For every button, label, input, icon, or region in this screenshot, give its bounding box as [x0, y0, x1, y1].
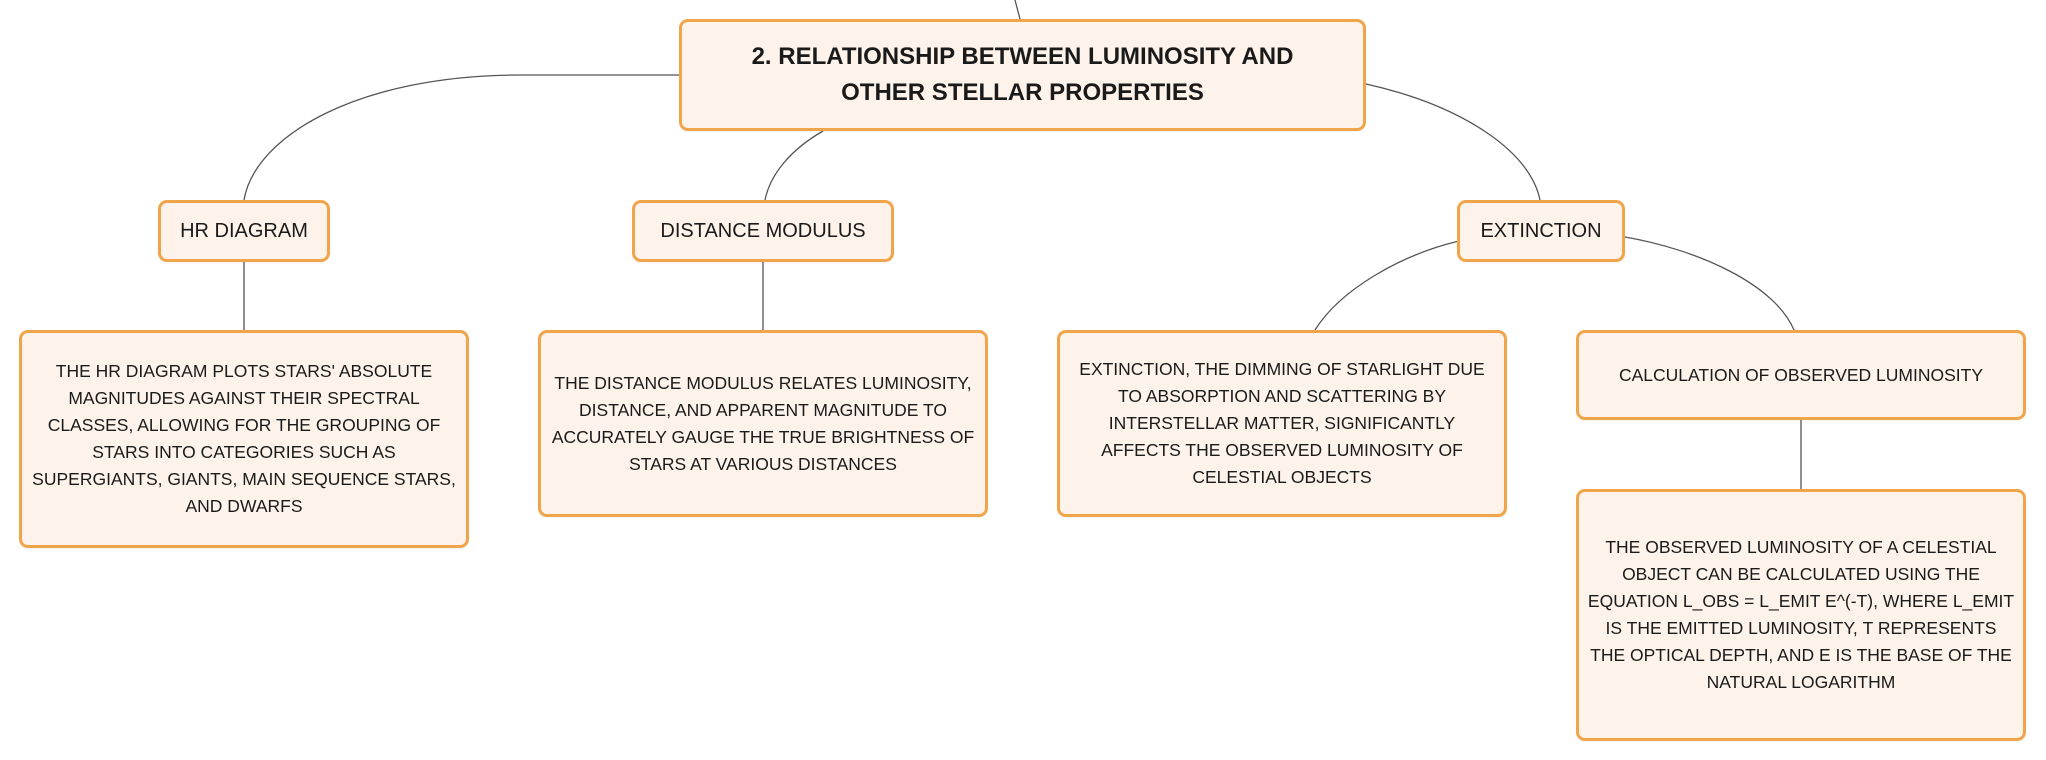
distance-modulus-node[interactable]: DISTANCE MODULUS	[632, 200, 894, 262]
calculation-label: CALCULATION OF OBSERVED LUMINOSITY	[1618, 364, 1983, 385]
calculation-of-observed-luminosity-node[interactable]: CALCULATION OF OBSERVED LUMINOSITY	[1576, 330, 2026, 420]
hr-diagram-label: HR DIAGRAM	[180, 220, 308, 242]
calculation-description: THE OBSERVED LUMINOSITY OF A CELESTIAL O…	[1587, 537, 2015, 692]
connector-root-to-hr-diagram	[243, 74, 679, 201]
extinction-node[interactable]: EXTINCTION	[1457, 200, 1625, 262]
extinction-description-node[interactable]: EXTINCTION, THE DIMMING OF STARLIGHT DUE…	[1057, 330, 1507, 517]
distance-modulus-label: DISTANCE MODULUS	[660, 220, 866, 242]
calculation-description-node[interactable]: THE OBSERVED LUMINOSITY OF A CELESTIAL O…	[1576, 489, 2026, 741]
distance-modulus-description: THE DISTANCE MODULUS RELATES LUMINOSITY,…	[551, 372, 975, 474]
connector-extinction-to-calculation	[1624, 236, 1795, 331]
connector-extinction-to-description	[1314, 240, 1460, 331]
distance-modulus-description-node[interactable]: THE DISTANCE MODULUS RELATES LUMINOSITY,…	[538, 330, 988, 517]
hr-diagram-node[interactable]: HR DIAGRAM	[158, 200, 330, 262]
connector-from-parent	[1014, 0, 1021, 20]
root-topic-title: 2. RELATIONSHIP BETWEEN LUMINOSITY AND O…	[751, 43, 1294, 106]
root-topic-node[interactable]: 2. RELATIONSHIP BETWEEN LUMINOSITY AND O…	[679, 19, 1366, 131]
connector-root-to-distance-modulus	[764, 130, 824, 201]
hr-diagram-description-node[interactable]: THE HR DIAGRAM PLOTS STARS' ABSOLUTE MAG…	[19, 330, 469, 548]
extinction-description: EXTINCTION, THE DIMMING OF STARLIGHT DUE…	[1079, 359, 1485, 487]
hr-diagram-description: THE HR DIAGRAM PLOTS STARS' ABSOLUTE MAG…	[32, 361, 456, 516]
connector-root-to-extinction	[1365, 83, 1541, 201]
extinction-label: EXTINCTION	[1480, 220, 1602, 242]
